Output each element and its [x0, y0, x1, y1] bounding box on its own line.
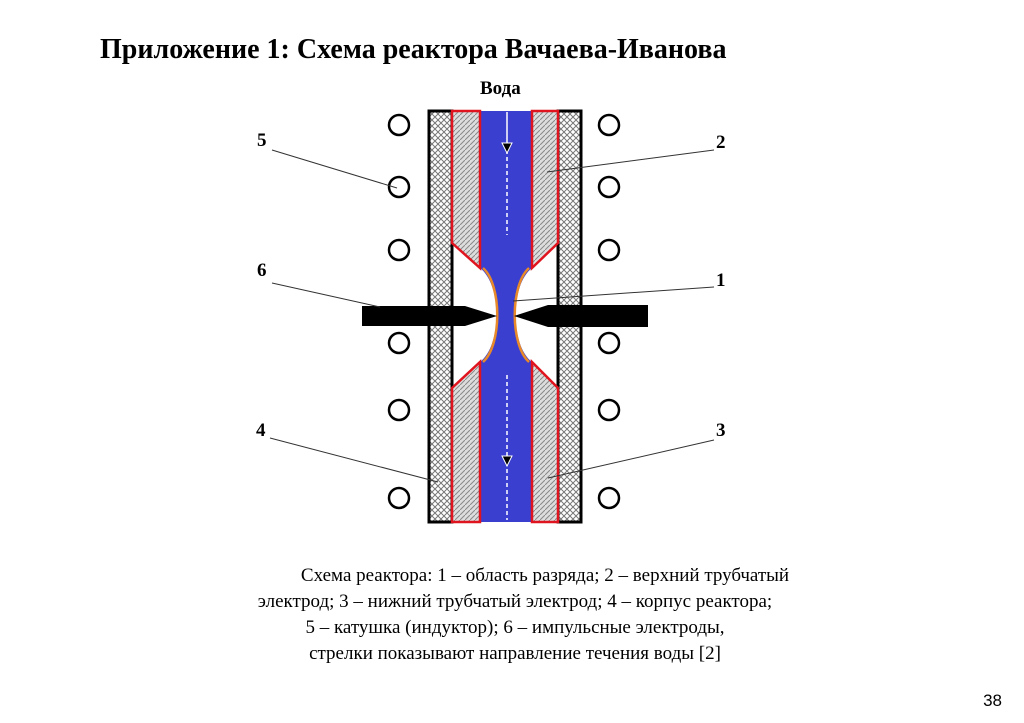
label-6: 6: [257, 260, 267, 281]
discharge-zone: [482, 267, 530, 363]
label-3: 3: [716, 420, 726, 441]
water-channel: [480, 111, 532, 522]
caption-line: 5 – катушка (индуктор); 6 – импульсные э…: [305, 617, 725, 638]
pulse-electrode-right: [514, 305, 648, 327]
page-number: 38: [983, 691, 1002, 710]
slide-title: Приложение 1: Схема реактора Вачаева-Ива…: [100, 34, 727, 65]
caption-line: Схема реактора: 1 – область разряда; 2 –…: [300, 565, 790, 586]
label-4: 4: [256, 420, 266, 441]
flow-arrow-lower: [501, 375, 513, 520]
upper-tubular-electrode: [450, 109, 560, 271]
caption-line: электрод; 3 – нижний трубчатый электрод;…: [257, 591, 773, 612]
water-label: Вода: [480, 78, 521, 99]
diagram-caption: Схема реактора: 1 – область разряда; 2 –…: [180, 563, 850, 667]
caption-line: стрелки показывают направление течения в…: [309, 643, 721, 664]
coil-inductor: [387, 113, 621, 510]
flow-arrow-upper: [501, 112, 513, 235]
label-5: 5: [257, 130, 267, 151]
pulse-electrode-left: [362, 306, 497, 326]
leader-lines: [269, 149, 715, 483]
label-1: 1: [716, 270, 726, 291]
label-2: 2: [716, 132, 726, 153]
lower-tubular-electrode: [450, 358, 560, 524]
